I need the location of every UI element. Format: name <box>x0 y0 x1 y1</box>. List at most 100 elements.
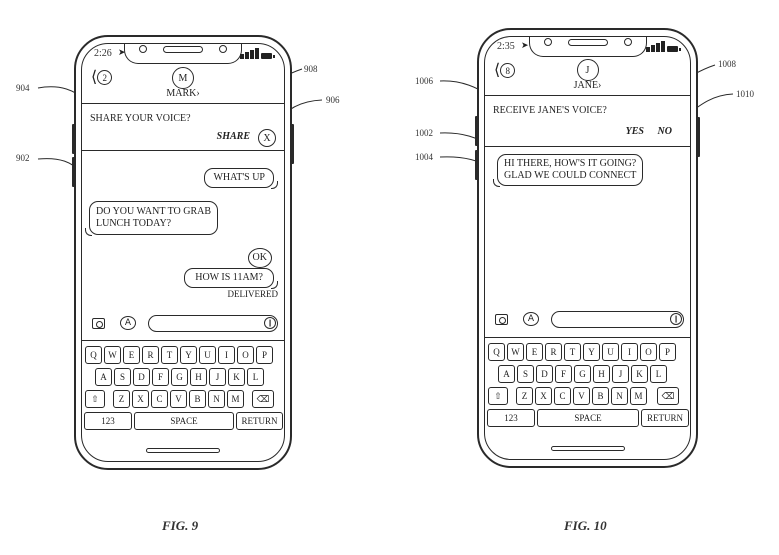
key[interactable]: Q <box>85 346 102 364</box>
key[interactable]: K <box>631 365 648 383</box>
back-button[interactable]: ⟨ 8 <box>494 61 516 79</box>
key[interactable]: Z <box>516 387 533 405</box>
key[interactable]: N <box>611 387 628 405</box>
key[interactable]: G <box>171 368 188 386</box>
signal-icon <box>646 41 665 52</box>
message-line: GLAD WE COULD CONNECT <box>504 170 637 181</box>
camera-icon[interactable] <box>92 318 105 329</box>
key[interactable]: F <box>152 368 169 386</box>
key[interactable]: I <box>218 346 235 364</box>
key[interactable]: D <box>133 368 150 386</box>
message-input[interactable]: ❙ <box>551 311 684 328</box>
key[interactable]: U <box>602 343 619 361</box>
key[interactable]: Y <box>180 346 197 364</box>
key[interactable]: R <box>142 346 159 364</box>
key[interactable]: Q <box>488 343 505 361</box>
key[interactable]: Y <box>583 343 600 361</box>
key[interactable]: T <box>564 343 581 361</box>
key[interactable]: W <box>507 343 524 361</box>
key[interactable]: T <box>161 346 178 364</box>
delete-key[interactable]: ⌫ <box>657 387 679 405</box>
return-key[interactable]: RETURN <box>641 409 689 427</box>
key[interactable]: S <box>114 368 131 386</box>
key[interactable]: O <box>237 346 254 364</box>
signal-icon <box>240 48 259 59</box>
contact-name[interactable]: MARK› <box>166 88 200 99</box>
location-arrow-icon: ➤ <box>521 40 529 50</box>
receive-voice-banner: RECEIVE JANE'S VOICE? YES NO <box>485 95 690 147</box>
shift-key[interactable]: ⇧ <box>488 387 508 405</box>
no-button[interactable]: NO <box>657 126 672 137</box>
volume-down-button <box>475 150 478 180</box>
power-button <box>697 117 700 157</box>
key[interactable]: A <box>95 368 112 386</box>
share-button[interactable]: SHARE <box>216 131 250 142</box>
key[interactable]: Z <box>113 390 130 408</box>
ref-1010: 1010 <box>736 89 754 99</box>
key[interactable]: G <box>574 365 591 383</box>
status-time: 2:35 <box>497 41 515 52</box>
key[interactable]: N <box>208 390 225 408</box>
key[interactable]: J <box>612 365 629 383</box>
key[interactable]: H <box>190 368 207 386</box>
phone-fig10: 2:35 ➤ ⟨ 8 J JANE› RECEIVE JANE'S VOICE?… <box>477 28 698 468</box>
contact-name[interactable]: JANE› <box>573 80 602 91</box>
key[interactable]: R <box>545 343 562 361</box>
key[interactable]: W <box>104 346 121 364</box>
avatar[interactable]: J <box>576 59 599 81</box>
shift-key[interactable]: ⇧ <box>85 390 105 408</box>
key[interactable]: P <box>256 346 273 364</box>
space-key[interactable]: SPACE <box>537 409 639 427</box>
avatar[interactable]: M <box>172 67 194 89</box>
key[interactable]: L <box>247 368 264 386</box>
key[interactable]: P <box>659 343 676 361</box>
key[interactable]: S <box>517 365 534 383</box>
key[interactable]: O <box>640 343 657 361</box>
key[interactable]: U <box>199 346 216 364</box>
message-bubble-sent: WHAT'S UP <box>204 168 278 189</box>
app-store-icon[interactable]: A <box>523 312 539 326</box>
key[interactable]: C <box>554 387 571 405</box>
key[interactable]: X <box>535 387 552 405</box>
home-indicator <box>550 446 625 451</box>
key[interactable]: M <box>630 387 647 405</box>
key[interactable]: I <box>621 343 638 361</box>
share-voice-banner: SHARE YOUR VOICE? SHARE X <box>82 103 284 151</box>
key[interactable]: X <box>132 390 149 408</box>
app-store-icon[interactable]: A <box>120 316 136 330</box>
return-key[interactable]: RETURN <box>236 412 283 430</box>
key[interactable]: E <box>123 346 140 364</box>
key[interactable]: C <box>151 390 168 408</box>
camera-icon[interactable] <box>495 314 508 325</box>
key[interactable]: A <box>498 365 515 383</box>
key[interactable]: F <box>555 365 572 383</box>
key[interactable]: K <box>228 368 245 386</box>
key[interactable]: B <box>592 387 609 405</box>
space-key[interactable]: SPACE <box>134 412 234 430</box>
keyboard-row-4: 123 SPACE RETURN <box>487 409 689 427</box>
screen: 2:26 ➤ ⟨ 2 M MARK› SHARE YOUR VOICE? SHA… <box>81 43 285 462</box>
delivery-status: DELIVERED <box>227 289 279 299</box>
key[interactable]: J <box>209 368 226 386</box>
key[interactable]: L <box>650 365 667 383</box>
key[interactable]: V <box>170 390 187 408</box>
message-input[interactable]: ❙ <box>148 315 278 332</box>
numbers-key[interactable]: 123 <box>487 409 535 427</box>
key[interactable]: H <box>593 365 610 383</box>
keyboard-row-2: A S D F G H J K L <box>498 365 667 383</box>
key[interactable]: V <box>573 387 590 405</box>
back-button[interactable]: ⟨ 2 <box>91 69 113 85</box>
delete-key[interactable]: ⌫ <box>252 390 274 408</box>
voice-waveform-icon[interactable]: ❙ <box>670 313 682 325</box>
voice-waveform-icon[interactable]: ❙ <box>264 317 276 329</box>
key[interactable]: B <box>189 390 206 408</box>
key[interactable]: E <box>526 343 543 361</box>
dismiss-button[interactable]: X <box>258 129 276 147</box>
message-line: DO YOU WANT TO GRAB <box>96 206 212 217</box>
yes-button[interactable]: YES <box>625 126 644 137</box>
key[interactable]: M <box>227 390 244 408</box>
key[interactable]: D <box>536 365 553 383</box>
ref-904: 904 <box>16 83 30 93</box>
chevron-left-icon: ⟨ <box>494 61 501 79</box>
numbers-key[interactable]: 123 <box>84 412 132 430</box>
